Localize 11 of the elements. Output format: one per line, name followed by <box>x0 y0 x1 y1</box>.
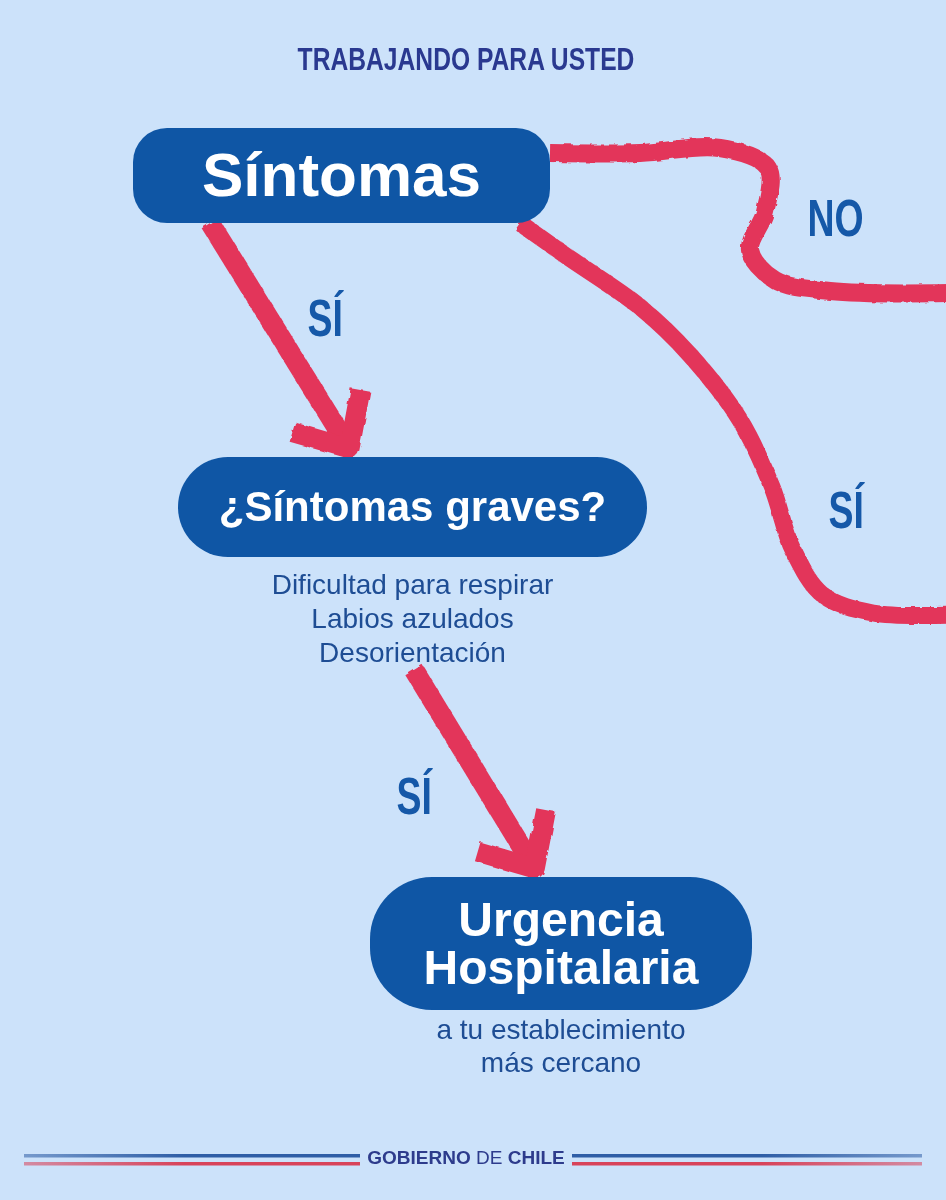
symptom-text: Labios azulados <box>310 602 515 636</box>
curved-line <box>549 138 946 303</box>
symptom-text: Desorientación <box>318 636 507 670</box>
note-text: a tu establecimiento más cercano <box>435 1013 687 1079</box>
slogan-text: TRABAJANDO PARA USTED <box>296 41 636 78</box>
result-pill: Urgencia Hospitalaria <box>370 877 752 1010</box>
symptom-text: Dificultad para respirar <box>270 568 555 602</box>
question-pill: ¿Síntomas graves? <box>178 457 647 557</box>
question-pill: Síntomas <box>133 128 550 223</box>
arrow <box>405 664 557 879</box>
footer-text: GOBIERNO DE CHILE <box>366 1147 566 1169</box>
